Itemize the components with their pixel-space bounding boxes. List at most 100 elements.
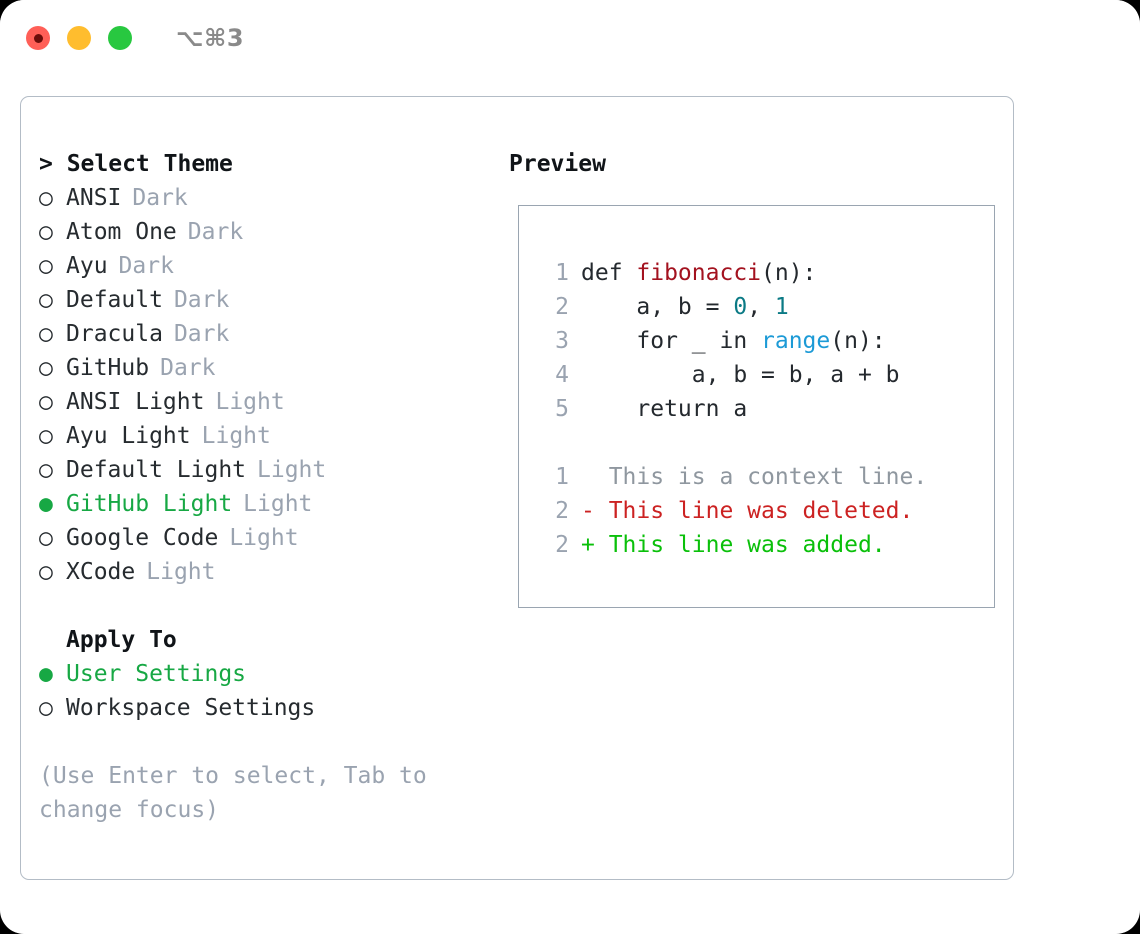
code-line-number: 5 <box>555 396 569 422</box>
radio-unselected-icon: ○ <box>39 695 53 721</box>
code-line-number: 1 <box>555 260 569 286</box>
radio-unselected-icon: ○ <box>39 321 53 347</box>
apply-to-heading: Apply To <box>66 627 177 653</box>
code-token-func: fibonacci <box>636 260 762 286</box>
window-controls <box>26 26 132 50</box>
theme-option-variant: Dark <box>160 355 216 381</box>
theme-option-variant: Light <box>243 491 313 517</box>
radio-unselected-icon: ○ <box>39 423 53 449</box>
theme-option-ayu[interactable]: ○ Ayu Dark <box>39 249 499 283</box>
apply-to-option-user-settings[interactable]: ● User Settings <box>39 657 499 691</box>
diff-line-del: 2- This line was deleted. <box>541 494 994 528</box>
theme-option-label: Atom One <box>66 219 177 245</box>
zoom-window-button[interactable] <box>108 26 132 50</box>
code-token-plain: def <box>581 260 637 286</box>
diff-sample: 1 This is a context line.2- This line wa… <box>541 460 994 562</box>
code-diff-gap <box>541 426 994 460</box>
theme-option-dracula[interactable]: ○ Dracula Dark <box>39 317 499 351</box>
code-token-plain: , <box>747 294 775 320</box>
code-token-builtin: range <box>761 328 831 354</box>
theme-option-variant: Light <box>146 559 216 585</box>
keyboard-hint-text: (Use Enter to select, Tab to change focu… <box>39 763 427 823</box>
keyboard-shortcut-label: ⌥⌘3 <box>176 24 245 52</box>
code-line-number: 4 <box>555 362 569 388</box>
theme-option-default-light[interactable]: ○ Default Light Light <box>39 453 499 487</box>
preview-heading: Preview <box>509 151 606 177</box>
theme-option-variant: Dark <box>173 287 230 313</box>
minimize-window-button[interactable] <box>67 26 91 50</box>
title-bar: ⌥⌘3 <box>0 0 1140 76</box>
theme-option-ansi[interactable]: ○ ANSI Dark <box>39 181 499 215</box>
diff-line-add: 2+ This line was added. <box>541 528 994 562</box>
theme-option-xcode[interactable]: ○ XCode Light <box>39 555 499 589</box>
code-line: 5 return a <box>541 392 994 426</box>
radio-unselected-icon: ○ <box>39 457 53 483</box>
theme-option-ansi-light[interactable]: ○ ANSI Light Light <box>39 385 499 419</box>
radio-unselected-icon: ○ <box>39 559 53 585</box>
apply-to-option-label: Workspace Settings <box>66 695 316 721</box>
code-line-text: def fibonacci(n): <box>581 256 816 290</box>
theme-option-default[interactable]: ○ Default Dark <box>39 283 499 317</box>
apply-to-option-label: User Settings <box>66 661 247 687</box>
theme-option-variant: Light <box>215 389 285 415</box>
radio-selected-icon: ● <box>39 491 53 517</box>
code-line-text: a, b = b, a + b <box>581 358 900 392</box>
code-token-plain: a, b = b, a + b <box>581 362 900 388</box>
radio-unselected-icon: ○ <box>39 389 53 415</box>
code-token-plain: return a <box>581 396 748 422</box>
theme-option-label: ANSI Light <box>66 389 205 415</box>
theme-option-label: Ayu Light <box>66 423 191 449</box>
diff-line-ctx: 1 This is a context line. <box>541 460 994 494</box>
radio-selected-icon: ● <box>39 661 53 687</box>
code-line-text: a, b = 0, 1 <box>581 290 789 324</box>
theme-option-label: Google Code <box>66 525 219 551</box>
radio-unselected-icon: ○ <box>39 253 53 279</box>
apply-to-list[interactable]: ● User Settings ○ Workspace Settings <box>39 657 499 725</box>
code-token-plain: (n): <box>761 260 817 286</box>
code-token-num: 0 <box>733 294 748 320</box>
theme-option-label: Default Light <box>66 457 247 483</box>
list-spacer <box>39 589 499 623</box>
diff-line-text: This is a context line. <box>581 464 928 490</box>
code-line-number: 2 <box>555 294 569 320</box>
code-token-num: 1 <box>774 294 789 320</box>
close-window-button[interactable] <box>26 26 50 50</box>
theme-option-variant: Dark <box>118 253 174 279</box>
theme-option-ayu-light[interactable]: ○ Ayu Light Light <box>39 419 499 453</box>
code-token-plain: (n): <box>830 328 886 354</box>
radio-unselected-icon: ○ <box>39 287 53 313</box>
theme-option-variant: Dark <box>173 321 230 347</box>
theme-option-label: ANSI <box>66 185 122 211</box>
code-line-text: return a <box>581 392 747 426</box>
code-line: 2 a, b = 0, 1 <box>541 290 994 324</box>
theme-option-label: XCode <box>66 559 136 585</box>
close-icon <box>33 33 43 43</box>
code-token-plain: a, b = <box>581 294 734 320</box>
theme-option-label: Default <box>66 287 163 313</box>
theme-option-label: Ayu <box>66 253 108 279</box>
code-line: 3 for _ in range(n): <box>541 324 994 358</box>
theme-option-variant: Light <box>201 423 271 449</box>
theme-option-variant: Dark <box>132 185 188 211</box>
diff-line-number: 1 <box>555 464 569 490</box>
theme-option-variant: Dark <box>187 219 244 245</box>
radio-unselected-icon: ○ <box>39 185 53 211</box>
code-line-number: 3 <box>555 328 569 354</box>
code-line: 1 def fibonacci(n): <box>541 256 994 290</box>
theme-option-variant: Light <box>257 457 327 483</box>
theme-option-label: Dracula <box>66 321 163 347</box>
code-token-plain: for _ in <box>581 328 762 354</box>
diff-line-number: 2 <box>555 532 569 558</box>
apply-to-option-workspace-settings[interactable]: ○ Workspace Settings <box>39 691 499 725</box>
